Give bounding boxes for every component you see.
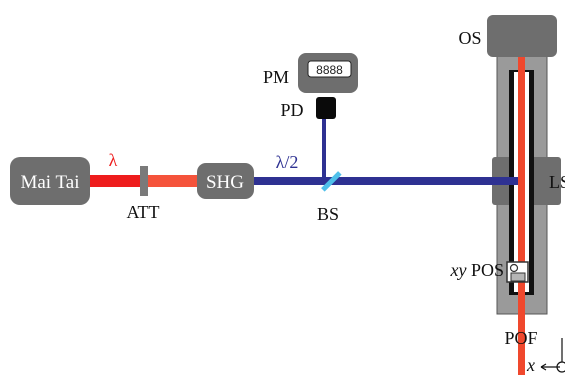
- power-meter-display: [307, 60, 352, 78]
- fiber-line: [518, 40, 525, 375]
- attenuator-label: ATT: [127, 202, 160, 222]
- axis-x-arrowhead: [540, 363, 547, 371]
- laser-label: Mai Tai: [20, 172, 79, 193]
- beam-blue-vertical: [322, 112, 326, 180]
- ls-label: LS: [549, 172, 565, 192]
- beam-splitter: [321, 171, 342, 192]
- power-meter-display-text: 8888: [316, 63, 343, 77]
- xy-positioner: [506, 261, 529, 283]
- fiber-label: POF: [504, 328, 537, 348]
- beam-blue: [252, 177, 518, 185]
- positioner-label-text: POS: [466, 260, 504, 280]
- power-meter-label: PM: [263, 67, 289, 87]
- os-block: [487, 15, 557, 57]
- beam-splitter-label: BS: [317, 204, 339, 224]
- laser-box: [10, 157, 90, 205]
- beam-orange: [147, 175, 203, 187]
- beam-red: [88, 175, 144, 187]
- positioner-label: xy POS: [449, 260, 504, 280]
- attenuator: [140, 166, 148, 196]
- positioner-label-italic: xy: [449, 260, 466, 280]
- half-wavelength-label: λ/2: [276, 152, 299, 172]
- shg-label: SHG: [206, 172, 244, 193]
- os-label: OS: [458, 28, 481, 48]
- axis-indicator: x: [526, 338, 565, 375]
- axis-x-label: x: [526, 355, 535, 375]
- photodiode-label: PD: [280, 100, 303, 120]
- wavelength-label: λ: [109, 150, 118, 170]
- photodiode: [316, 97, 336, 119]
- shg-box: [197, 163, 254, 199]
